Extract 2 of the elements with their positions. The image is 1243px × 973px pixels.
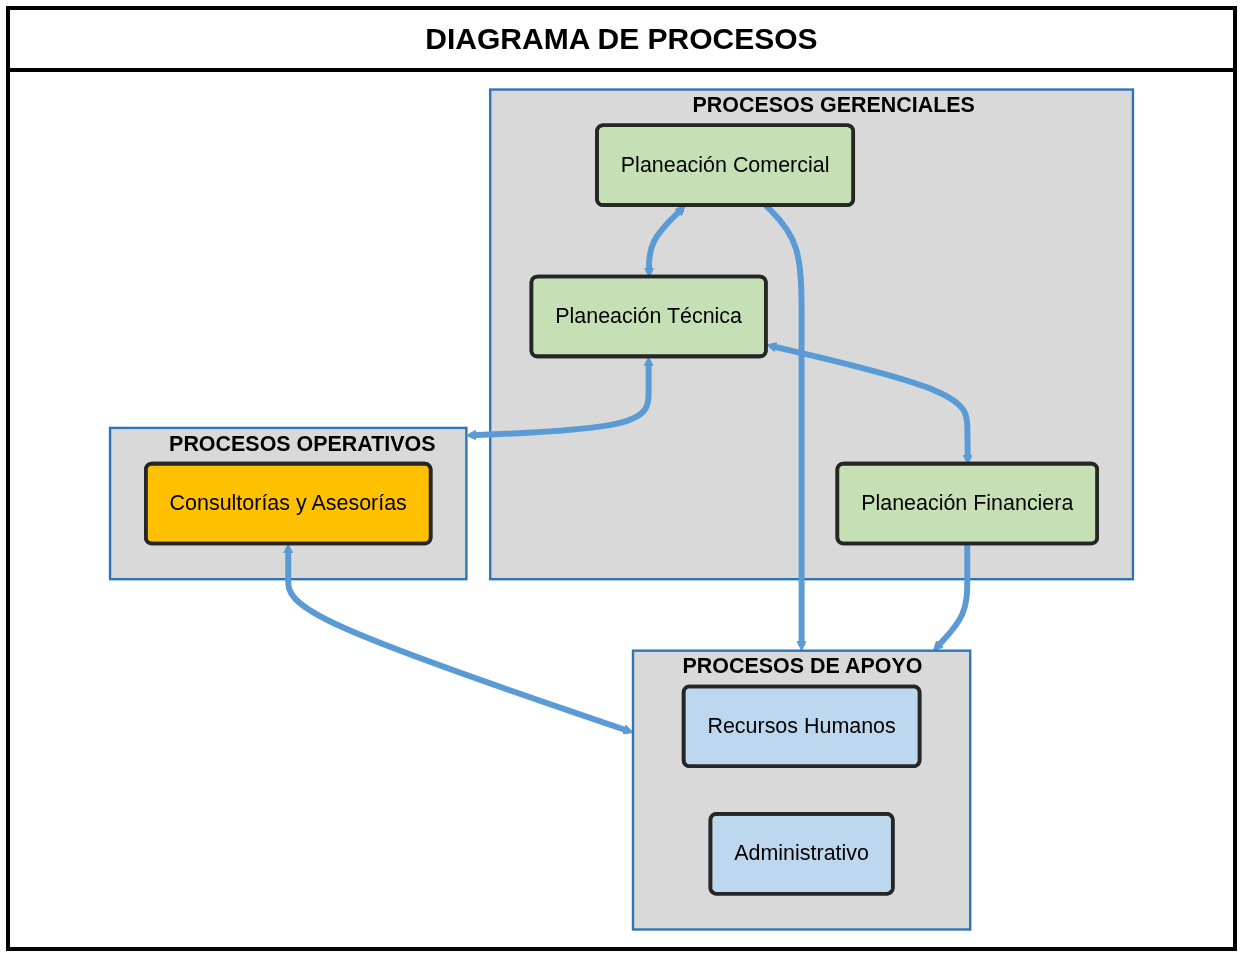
arrow <box>465 356 654 441</box>
diagram-title: DIAGRAMA DE PROCESOS <box>10 10 1233 72</box>
